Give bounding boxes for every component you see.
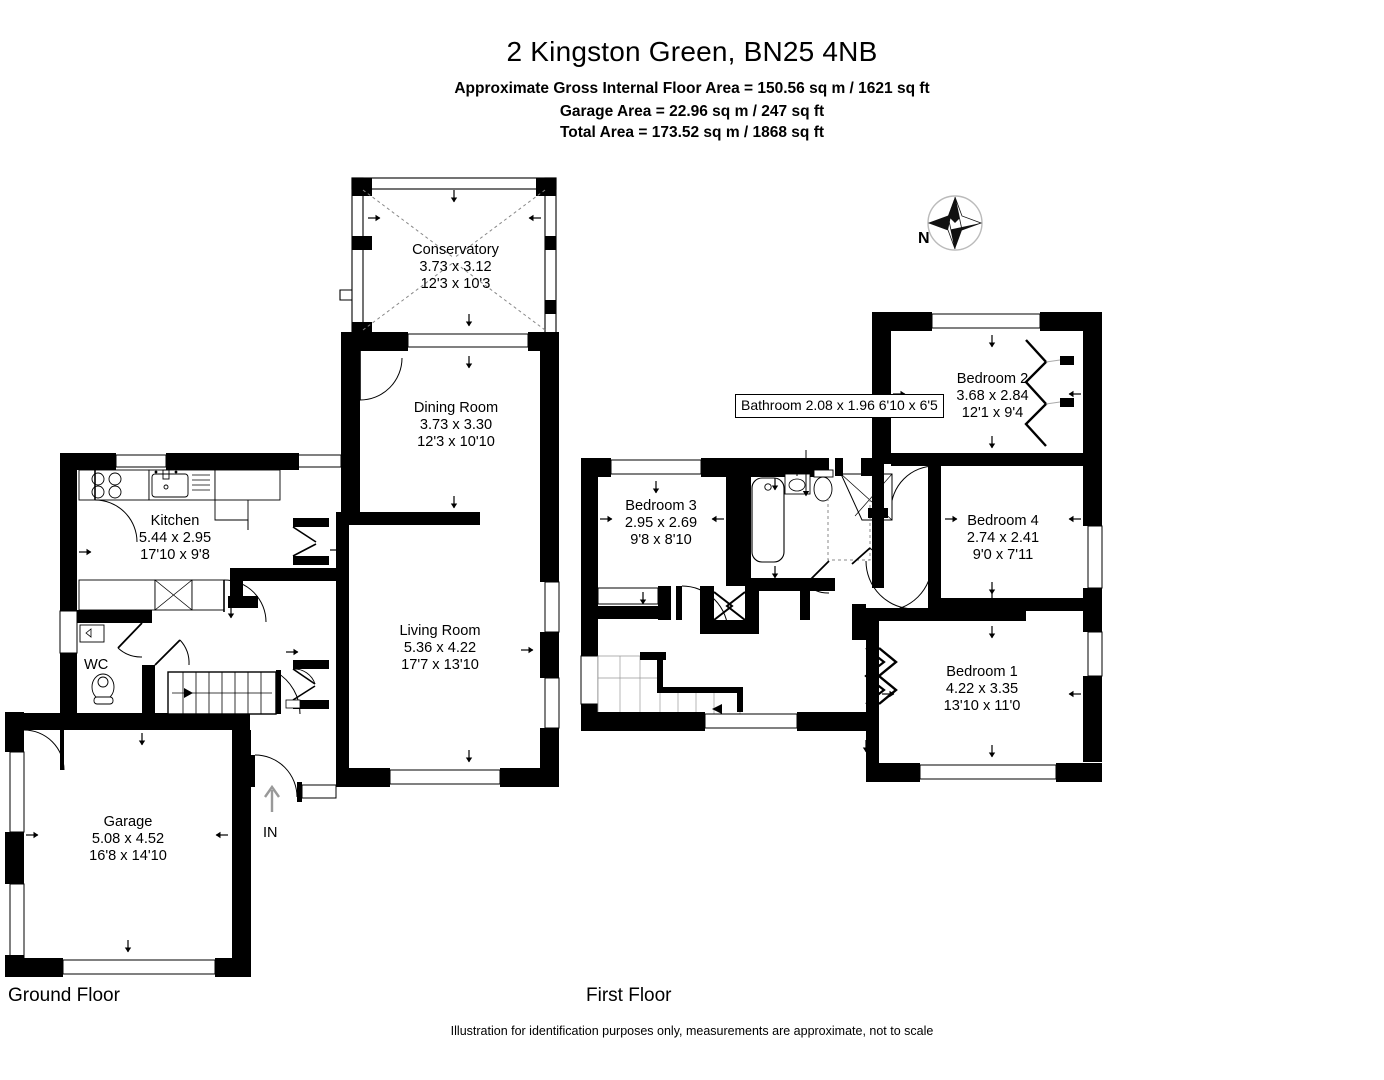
room-name: Bedroom 3 bbox=[625, 498, 697, 514]
toilet-icon bbox=[91, 673, 115, 705]
page-title: 2 Kingston Green, BN25 4NB bbox=[506, 36, 878, 67]
bedroom1-structure bbox=[865, 560, 1103, 782]
room-imperial: 9'0 x 7'11 bbox=[972, 547, 1034, 564]
sink-icon bbox=[151, 469, 210, 498]
room-label-dining-room: Dining Room 3.73 x 3.30 12'3 x 10'10 bbox=[382, 400, 530, 452]
area-total-text: Total Area = 173.52 sq m / 1868 sq ft bbox=[559, 124, 825, 141]
bath-icon bbox=[736, 477, 785, 563]
kitchen-structure bbox=[59, 453, 342, 723]
room-label-wc: WC bbox=[84, 657, 109, 673]
wardrobe-bedroom2-icon bbox=[1024, 339, 1074, 447]
room-metric: 5.36 x 4.22 bbox=[403, 640, 477, 657]
room-metric: 2.95 x 2.69 bbox=[624, 515, 698, 532]
compass-north-label: N bbox=[918, 230, 930, 247]
bedroom3-structure bbox=[581, 458, 749, 656]
bathroom-structure bbox=[700, 458, 893, 634]
area-internal-text: Approximate Gross Internal Floor Area = … bbox=[454, 80, 930, 97]
room-metric: 3.73 x 3.30 bbox=[419, 417, 493, 434]
bedroom2-structure bbox=[872, 312, 1102, 511]
room-name: Bedroom 1 bbox=[946, 664, 1018, 680]
ground-floor-plan bbox=[5, 177, 560, 977]
compass-rose-icon bbox=[927, 195, 983, 251]
room-label-bathroom: Bathroom 2.08 x 1.96 6'10 x 6'5 bbox=[735, 394, 944, 418]
room-metric: 3.68 x 2.84 bbox=[956, 388, 1029, 405]
toilet-upstairs-icon bbox=[813, 469, 834, 502]
room-label-conservatory: Conservatory 3.73 x 3.12 12'3 x 10'3 bbox=[383, 242, 528, 294]
room-name: Garage bbox=[103, 814, 153, 830]
entry-in-arrow-icon bbox=[264, 784, 280, 812]
room-name: Conservatory bbox=[412, 242, 499, 258]
living-room-structure bbox=[336, 495, 560, 787]
room-imperial: 17'10 x 9'8 bbox=[140, 547, 210, 564]
room-metric: 2.74 x 2.41 bbox=[966, 530, 1040, 547]
room-name: Kitchen bbox=[150, 513, 200, 529]
hall-double-doors bbox=[285, 648, 329, 709]
disclaimer-text: Illustration for identification purposes… bbox=[450, 1024, 934, 1038]
room-label-garage: Garage 5.08 x 4.52 16'8 x 14'10 bbox=[58, 814, 198, 866]
first-floor-caption: First Floor bbox=[586, 985, 672, 1006]
room-imperial: 16'8 x 14'10 bbox=[89, 848, 167, 865]
garage-structure bbox=[5, 712, 337, 977]
room-metric: 5.08 x 4.52 bbox=[91, 831, 165, 848]
basin-icon bbox=[784, 470, 811, 495]
room-imperial: 17'7 x 13'10 bbox=[401, 657, 479, 674]
room-name: Living Room bbox=[399, 623, 481, 639]
room-metric: 5.44 x 2.95 bbox=[138, 530, 212, 547]
room-label-living-room: Living Room 5.36 x 4.22 17'7 x 13'10 bbox=[368, 623, 512, 675]
room-name: Bedroom 2 bbox=[956, 371, 1029, 387]
room-imperial: 12'3 x 10'3 bbox=[420, 276, 491, 293]
staircase-first bbox=[597, 652, 743, 725]
room-name: Bathroom bbox=[741, 397, 802, 413]
room-name: Dining Room bbox=[413, 400, 499, 416]
area-garage-text: Garage Area = 22.96 sq m / 247 sq ft bbox=[559, 103, 825, 120]
dining-room-structure bbox=[341, 313, 559, 520]
room-label-kitchen: Kitchen 5.44 x 2.95 17'10 x 9'8 bbox=[105, 513, 245, 565]
room-label-bedroom-2: Bedroom 2 3.68 x 2.84 12'1 x 9'4 bbox=[925, 371, 1060, 423]
wardrobe-bedroom1-icon bbox=[877, 647, 898, 705]
room-imperial: 6'10 x 6'5 bbox=[878, 397, 938, 413]
living-double-doors bbox=[292, 518, 343, 565]
room-name: Bedroom 4 bbox=[967, 513, 1039, 529]
staircase-ground bbox=[167, 671, 277, 715]
room-metric: 3.73 x 3.12 bbox=[419, 259, 492, 276]
wc-basin-icon bbox=[79, 624, 105, 643]
room-metric: 4.22 x 3.35 bbox=[945, 681, 1019, 698]
landing-stairs-structure bbox=[580, 547, 886, 754]
room-imperial: 13'10 x 11'0 bbox=[943, 698, 1021, 715]
ground-floor-caption: Ground Floor bbox=[8, 985, 120, 1006]
entry-in-label: IN bbox=[263, 825, 278, 841]
hall-wc-stairs-structure bbox=[60, 518, 343, 747]
room-label-bedroom-3: Bedroom 3 2.95 x 2.69 9'8 x 8'10 bbox=[598, 498, 724, 550]
room-label-bedroom-4: Bedroom 4 2.74 x 2.41 9'0 x 7'11 bbox=[940, 513, 1066, 565]
hob-icon bbox=[91, 472, 122, 499]
landing-cupboards bbox=[700, 586, 759, 634]
room-label-bedroom-1: Bedroom 1 4.22 x 3.35 13'10 x 11'0 bbox=[917, 664, 1047, 716]
first-floor-plan bbox=[580, 312, 1103, 782]
room-metric: 2.08 x 1.96 bbox=[805, 397, 875, 413]
room-imperial: 9'8 x 8'10 bbox=[630, 532, 692, 549]
room-imperial: 12'3 x 10'10 bbox=[417, 434, 495, 451]
room-imperial: 12'1 x 9'4 bbox=[961, 405, 1024, 422]
